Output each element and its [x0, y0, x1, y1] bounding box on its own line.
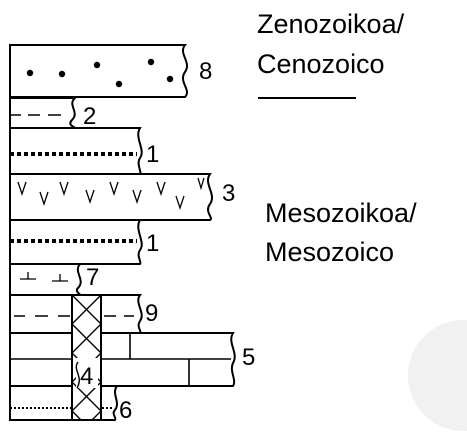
layer-4-number: 4: [80, 363, 93, 390]
layer-3-number: 3: [222, 180, 235, 207]
mesozoic-label-line2: Mesozoico: [265, 237, 394, 267]
layer-5: [9, 332, 236, 387]
layer-9-number: 9: [145, 300, 158, 327]
cenozoic-label-line1: Zenozoikoa/: [257, 9, 405, 39]
layer-2: [9, 97, 78, 129]
layer-1-upper-number: 1: [146, 141, 159, 168]
layer-4-intrusion: [71, 294, 102, 421]
mesozoic-label-line1: Mesozoikoa/: [265, 198, 417, 228]
cenozoic-label-line2: Cenozoico: [257, 49, 385, 79]
layer-8: [9, 44, 188, 98]
layer-7: [9, 263, 83, 296]
layer-1-upper: [9, 127, 143, 175]
watermark-shape: [407, 319, 467, 431]
layer-5-number: 5: [242, 344, 255, 371]
layer-3: [9, 173, 213, 221]
layer-8-number: 8: [199, 58, 212, 85]
layer-6-number: 6: [119, 397, 132, 424]
layer-2-number: 2: [83, 103, 96, 130]
layer-1-lower-number: 1: [146, 230, 159, 257]
layer-1-lower: [9, 219, 143, 265]
layer-7-number: 7: [86, 264, 99, 291]
